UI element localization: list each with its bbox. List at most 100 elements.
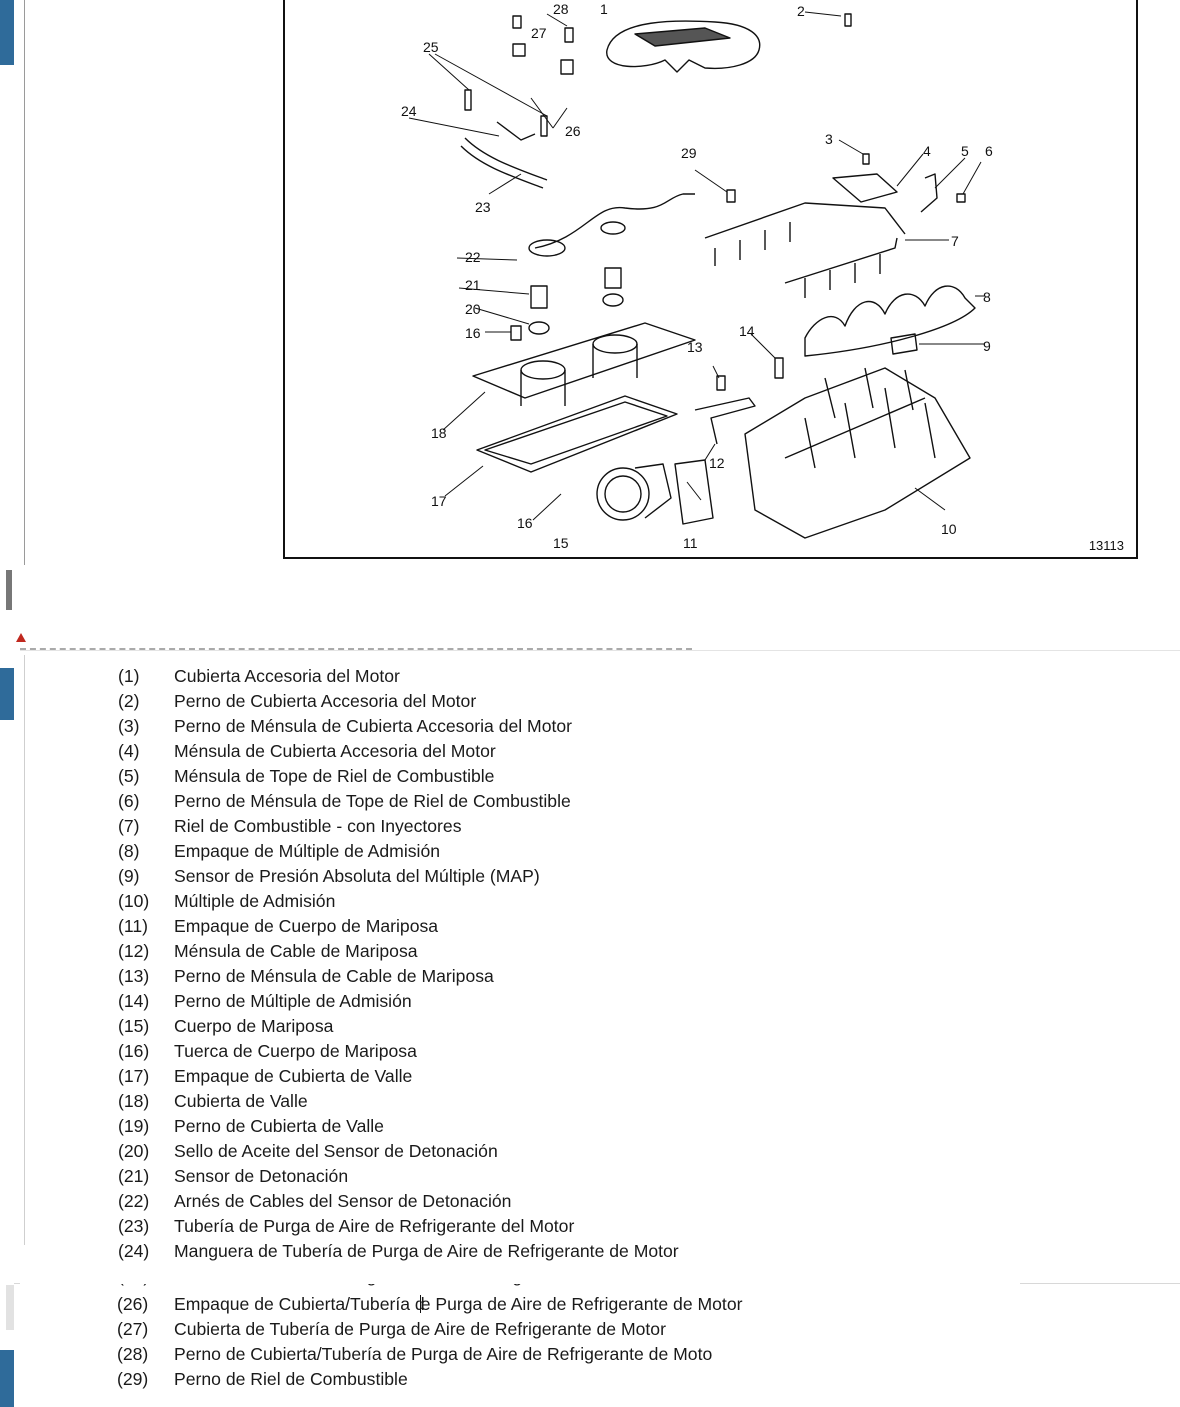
- callout-6: 6: [985, 143, 993, 159]
- legend-item: (17)Empaque de Cubierta de Valle: [118, 1064, 679, 1089]
- window-edge-accent: [0, 668, 14, 720]
- legend-number: (27): [117, 1319, 149, 1339]
- legend-text: Cubierta Accesoria del Motor: [174, 666, 400, 686]
- legend-item: (18) Cubierta de Valle: [118, 1089, 679, 1114]
- legend-item: (15) Cuerpo de Mariposa: [118, 1014, 679, 1039]
- callout-26: 26: [565, 123, 581, 139]
- callout-5: 5: [961, 143, 969, 159]
- legend-number: (20): [118, 1141, 150, 1161]
- page-stub: [6, 570, 12, 610]
- legend-number: (18): [118, 1091, 150, 1111]
- legend-text: Perno de Riel de Combustible: [174, 1369, 408, 1389]
- legend-number: (3): [118, 716, 140, 736]
- legend-item: (10)Múltiple de Admisión: [118, 889, 679, 914]
- legend-item: (2) Perno de Cubierta Accesoria del Motor: [118, 689, 679, 714]
- legend-number: (16): [118, 1041, 150, 1061]
- legend-item: (24)Manguera de Tubería de Purga de Aire…: [118, 1239, 679, 1264]
- legend-item: (26) Empaque de Cubierta/Tubería de Purg…: [117, 1292, 742, 1317]
- callout-17: 17: [431, 493, 447, 509]
- legend-number: (10): [118, 891, 150, 911]
- callout-1: 1: [600, 1, 608, 17]
- callout-25: 25: [423, 39, 439, 55]
- callout-10: 10: [941, 521, 957, 537]
- callout-12: 12: [709, 455, 725, 471]
- legend-item: (16) Tuerca de Cuerpo de Mariposa: [118, 1039, 679, 1064]
- figure-id: 13113: [1088, 538, 1124, 553]
- legend-number: (14): [118, 991, 150, 1011]
- callout-23: 23: [475, 199, 491, 215]
- diagram-drawing: 1 2 3 4 5 6 7 8 9 10 11 12 13 14 15 16 1…: [401, 1, 993, 551]
- callout-9: 9: [983, 338, 991, 354]
- legend-number: (2): [118, 691, 140, 711]
- legend-number: (6): [118, 791, 140, 811]
- legend-number: (26): [117, 1294, 149, 1314]
- callout-20: 20: [465, 301, 481, 317]
- callout-4: 4: [923, 143, 931, 159]
- legend-text: Ménsula de Cable de Mariposa: [174, 941, 418, 961]
- legend-item: (9)Sensor de Presión Absoluta del Múltip…: [118, 864, 679, 889]
- legend-number: (15): [118, 1016, 150, 1036]
- callout-16-alt: 16: [465, 325, 481, 341]
- legend-number: (19): [118, 1116, 150, 1136]
- legend-item: (4)Ménsula de Cubierta Accesoria del Mot…: [118, 739, 679, 764]
- legend-number: (21): [118, 1166, 150, 1186]
- callout-11: 11: [683, 535, 698, 551]
- legend-text: Perno de Ménsula de Cable de Mariposa: [174, 966, 494, 986]
- exploded-parts-diagram: 1 2 3 4 5 6 7 8 9 10 11 12 13 14 15 16 1…: [283, 0, 1138, 559]
- legend-item: (20) Sello de Aceite del Sensor de Detona…: [118, 1139, 679, 1164]
- legend-item: (28) Perno de Cubierta/Tubería de Purga …: [117, 1342, 742, 1367]
- legend-item: (19)Perno de Cubierta de Valle: [118, 1114, 679, 1139]
- callout-22: 22: [465, 249, 481, 265]
- legend-item: (29) Perno de Riel de Combustible: [117, 1367, 742, 1392]
- legend-text: Perno de Cubierta Accesoria del Motor: [174, 691, 477, 711]
- callout-21: 21: [465, 277, 481, 293]
- legend-item: (23) Tubería de Purga de Aire de Refriger…: [118, 1214, 679, 1239]
- legend-number: (5): [118, 766, 140, 786]
- legend-text: Cuerpo de Mariposa: [174, 1016, 334, 1036]
- callout-3: 3: [825, 131, 833, 147]
- legend-item: (27) Cubierta de Tubería de Purga de Air…: [117, 1317, 742, 1342]
- table-border-remnant: [20, 648, 692, 651]
- callout-18: 18: [431, 425, 447, 441]
- legend-text: Cubierta de Valle: [174, 1091, 308, 1111]
- legend-item: (22)Arnés de Cables del Sensor de Detona…: [118, 1189, 679, 1214]
- legend-text: Ménsula de Tope de Riel de Combustible: [174, 766, 495, 786]
- callout-29: 29: [681, 145, 697, 161]
- callout-8: 8: [983, 289, 991, 305]
- callout-27: 27: [531, 25, 547, 41]
- legend-text: Sensor de Detonación: [174, 1166, 349, 1186]
- legend-text: Empaque de Cubierta de Valle: [174, 1066, 413, 1086]
- legend-number: (23): [118, 1216, 150, 1236]
- legend-text: Sello de Aceite del Sensor de Detonación: [174, 1141, 498, 1161]
- legend-text: Empaque de Múltiple de Admisión: [174, 841, 441, 861]
- legend-text: Tuerca de Cuerpo de Mariposa: [174, 1041, 417, 1061]
- legend-item: (8)Empaque de Múltiple de Admisión: [118, 839, 679, 864]
- window-edge-accent: [0, 1350, 14, 1407]
- callout-16: 16: [517, 515, 533, 531]
- legend-item: (6) Perno de Ménsula de Tope de Riel de C…: [118, 789, 679, 814]
- legend-number: (28): [117, 1344, 149, 1364]
- legend-number: (29): [117, 1369, 149, 1389]
- legend-text: Tubería de Purga de Aire de Refrigerante…: [174, 1216, 575, 1236]
- legend-item: (5) Ménsula de Tope de Riel de Combustibl…: [118, 764, 679, 789]
- clipping-mask: [20, 1268, 1020, 1284]
- callout-15: 15: [553, 535, 569, 551]
- legend-item: (21) Sensor de Detonación: [118, 1164, 679, 1189]
- legend-item: (12) Ménsula de Cable de Mariposa: [118, 939, 679, 964]
- text-cursor: [419, 1295, 421, 1313]
- legend-number: (12): [118, 941, 150, 961]
- parts-legend-continued: (26) Empaque de Cubierta/Tubería de Purg…: [117, 1292, 742, 1392]
- legend-text: Arnés de Cables del Sensor de Detonación: [174, 1191, 512, 1211]
- legend-text: Perno de Ménsula de Tope de Riel de Comb…: [174, 791, 571, 811]
- legend-number: (13): [118, 966, 150, 986]
- legend-number: (1): [118, 666, 140, 686]
- legend-text: Perno de Ménsula de Cubierta Accesoria d…: [174, 716, 573, 736]
- legend-item: (3) Perno de Ménsula de Cubierta Accesori…: [118, 714, 679, 739]
- legend-number: (11): [118, 916, 148, 936]
- legend-number: (9): [118, 866, 140, 886]
- legend-number: (4): [118, 741, 140, 761]
- window-edge-accent: [0, 0, 14, 65]
- legend-number: (7): [118, 816, 140, 836]
- legend-text: Perno de Múltiple de Admisión: [174, 991, 412, 1011]
- legend-item: (13) Perno de Ménsula de Cable de Maripos…: [118, 964, 679, 989]
